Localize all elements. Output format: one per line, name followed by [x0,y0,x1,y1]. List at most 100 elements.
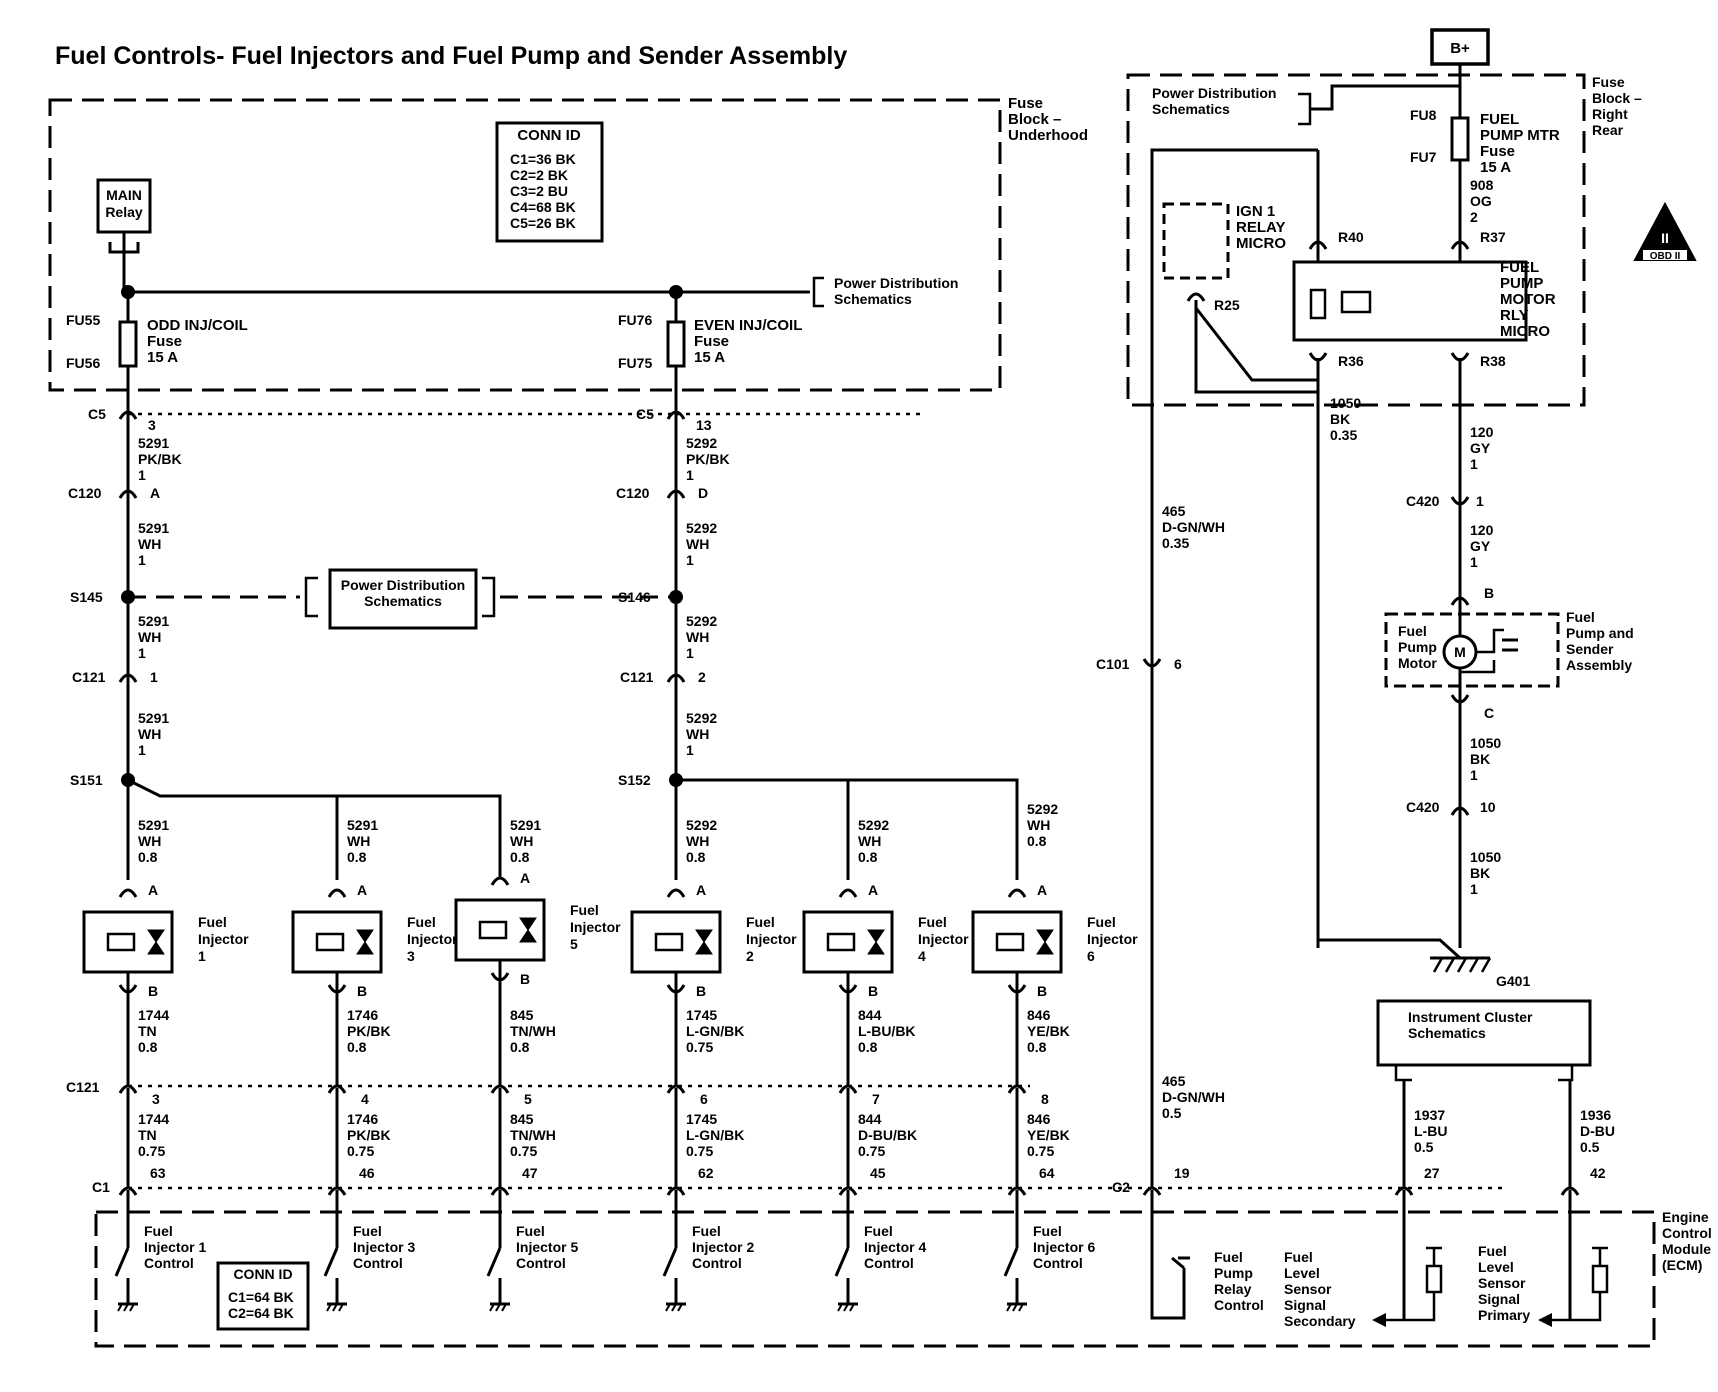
r25-link [1194,307,1318,382]
ground-hatch [129,1303,135,1312]
injector-wire-label: 1745 [686,1111,717,1127]
injector-pin-a-label: A [1037,882,1047,898]
fuse-even-name: Fuse [694,333,729,350]
ground-hatch [489,1303,495,1312]
c1-terminal [838,1186,858,1196]
solenoid-coil [315,932,345,952]
wire-465-label-b: 0.5 [1162,1105,1182,1121]
ground-hatch [843,1303,849,1312]
even-fuse [666,320,686,368]
ecm-primary-label: Signal [1478,1291,1520,1307]
c120-label: C120 [68,485,102,501]
splice-dot [121,590,135,604]
ecm-pump-switch-blade [1171,1256,1185,1270]
pump-motor-symbol: M [1454,644,1466,660]
solenoid-coil [995,932,1025,952]
injector-pin-a-label: A [357,882,367,898]
ecm-pin-27-terminal [1394,1186,1414,1196]
wire-465-label-a: 0.35 [1162,535,1189,551]
ecm-driver-switch [486,1247,502,1277]
injector-wire-label: 1746 [347,1007,378,1023]
ground-hatch [495,1303,501,1312]
injector-feed-label: 0.8 [510,849,530,865]
ecm-label: (ECM) [1662,1257,1702,1273]
instrument-cluster-box [1376,999,1592,1067]
pump-relay-box [1292,260,1528,342]
obd-numeral: II [1661,230,1669,246]
fuse-block-rear-label: Block – [1592,90,1642,106]
wire-label: 1 [138,552,146,568]
wire-465-label-a: 465 [1162,503,1186,519]
ecm-secondary-label: Secondary [1284,1313,1356,1329]
wire-1050-relay-label: 1050 [1330,395,1361,411]
ground-hatch [1468,957,1480,973]
conn-id-top-box [495,121,604,243]
wire-label: 5292 [686,613,717,629]
ground-hatch [326,1303,332,1312]
ecm-pin-42: 42 [1590,1165,1606,1181]
wire-908-label: OG [1470,193,1492,209]
injector-wire-label: 1746 [347,1111,378,1127]
injector-feed-label: 5291 [510,817,541,833]
power-distribution-label: Power Distribution [834,275,958,291]
c5-terminal [118,410,138,420]
fuse-block-underhood-label: Fuse [1008,95,1043,112]
ecm-injector-label: Control [353,1255,403,1271]
power-dist-bracket [1298,92,1312,126]
bus-splice [669,285,683,299]
wire-908-label: 908 [1470,177,1494,193]
ground-hatch [501,1303,507,1312]
injector-pin-a [838,888,858,898]
injector-feed-label: 0.8 [347,849,367,865]
injector-feed-label: WH [686,833,709,849]
r37-terminal [1450,240,1470,250]
pump-relay-label: MOTOR [1500,291,1556,308]
injector-wire-label: D-BU/BK [858,1127,917,1143]
power-distribution-rear-label: Power Distribution [1152,85,1276,101]
wire-label: PK/BK [686,451,730,467]
relay-coil [1309,288,1327,320]
ground-hatch [1006,1303,1012,1312]
ign-relay-label: MICRO [1236,235,1286,252]
injector-wire-label: TN/WH [510,1023,556,1039]
injector-wire-label: 844 [858,1007,882,1023]
wire-1050-label-a: 1050 [1470,735,1501,751]
fuel-pump-assembly-outline [1384,612,1560,688]
wire-label: WH [686,629,709,645]
ecm-primary-label: Primary [1478,1307,1530,1323]
c420-bottom-pin: 10 [1480,799,1496,815]
ground-hatch [338,1303,344,1312]
ground-hatch [1456,957,1468,973]
c121-pin: 6 [700,1091,708,1107]
power-distribution-box-label: Power Distribution [341,577,465,593]
fuse-block-rear-outline [1126,73,1586,407]
ecm-injector-label: Fuel [144,1223,173,1239]
ecm-injector-label: Control [692,1255,742,1271]
pump-relay-label: FUEL [1500,259,1539,276]
c1-pin: 46 [359,1165,375,1181]
wire-label: 1 [686,645,694,661]
bus-splice [121,285,135,299]
ecm-primary-label: Fuel [1478,1243,1507,1259]
injector-wire-label: PK/BK [347,1127,391,1143]
ground-hatch [123,1303,129,1312]
relay-solenoid [1340,290,1372,314]
ground-hatch [1480,957,1492,973]
c5-pin: 3 [148,417,156,433]
c121-label: C121 [620,669,654,685]
injector-name: 3 [407,948,415,964]
ground-g401-label: G401 [1496,973,1530,989]
wire-120-label-a: 1 [1470,456,1478,472]
valve-icon [147,929,165,955]
splice-label: S145 [70,589,103,605]
injector-wire-label: L-GN/BK [686,1127,744,1143]
injector-name: 2 [746,948,754,964]
ecm-pump-relay-label: Relay [1214,1281,1252,1297]
c121-pin: 3 [152,1091,160,1107]
injector-name: Fuel [570,902,599,918]
fuel-injector-6 [971,910,1063,974]
injector-pin-a-label: A [148,882,158,898]
power-dist-link [1310,84,1460,111]
pin-r37: R37 [1480,229,1506,245]
injector-feed-label: 0.8 [686,849,706,865]
